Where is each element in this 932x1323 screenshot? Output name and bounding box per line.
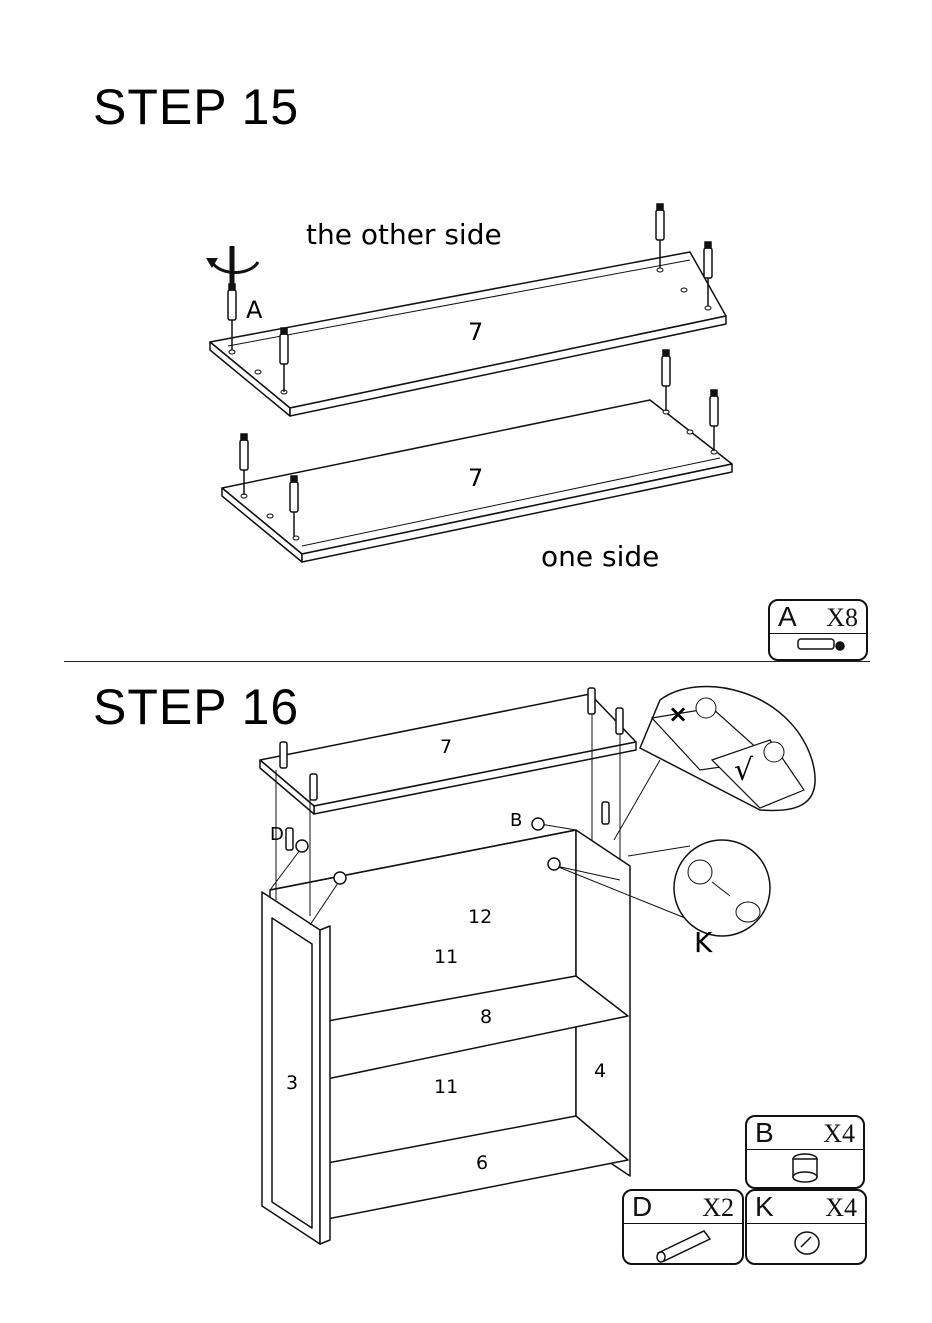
cap-cover-icon (747, 1223, 865, 1263)
badge-part-d: D X2 (622, 1189, 744, 1265)
label-part-k: K (694, 926, 712, 959)
cam-lock-icon (747, 1149, 863, 1187)
badge-b-code: B (755, 1117, 774, 1149)
badge-b-qty: X4 (823, 1119, 855, 1149)
label-shelf-6: 6 (476, 1152, 488, 1174)
label-side-3: 3 (286, 1072, 298, 1094)
label-shelf-8: 8 (480, 1006, 492, 1028)
badge-part-b: B X4 (745, 1115, 865, 1189)
label-side-4: 4 (594, 1060, 606, 1082)
label-lower-11: 11 (434, 1076, 458, 1098)
wrong-mark-icon: × (668, 700, 688, 728)
badge-d-qty: X2 (702, 1193, 734, 1223)
label-top-panel-7: 7 (440, 736, 452, 758)
check-mark-icon: √ (734, 753, 754, 788)
detail-bubble-correct-orientation: × √ (640, 687, 815, 811)
badge-part-k: K X4 (745, 1189, 867, 1265)
badge-k-qty: X4 (825, 1193, 857, 1223)
label-part-b: B (510, 810, 522, 831)
wood-dowel-icon (624, 1223, 742, 1263)
label-upper-11: 11 (434, 946, 458, 968)
badge-d-code: D (632, 1191, 652, 1223)
badge-k-code: K (755, 1191, 774, 1223)
label-back-12: 12 (468, 906, 492, 928)
detail-bubble-cap-insert (656, 822, 787, 953)
label-part-d: D (270, 824, 284, 845)
